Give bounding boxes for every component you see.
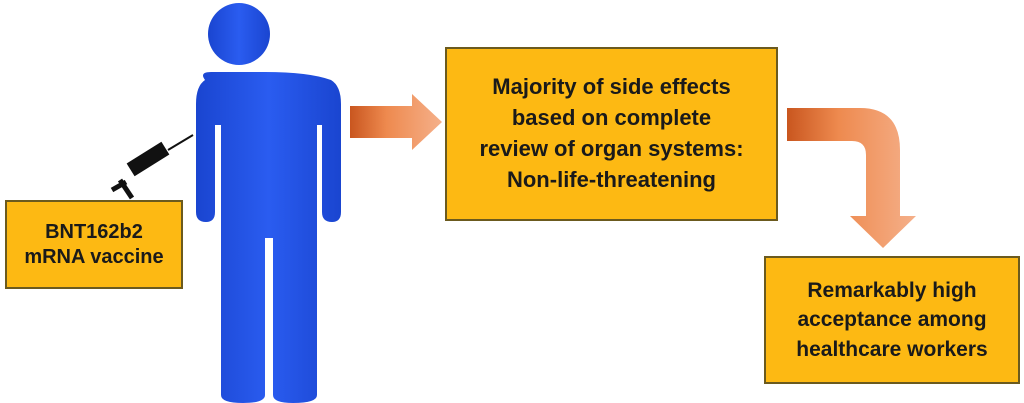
curved-down-arrow-icon <box>787 108 916 248</box>
acceptance-box: Remarkably high acceptance among healthc… <box>764 256 1020 384</box>
syringe-icon <box>110 134 194 200</box>
side-effects-label: Majority of side effects based on comple… <box>479 74 744 192</box>
side-effects-box: Majority of side effects based on comple… <box>445 47 778 221</box>
person-icon <box>196 3 341 403</box>
right-arrow-icon <box>350 94 442 150</box>
acceptance-label: Remarkably high acceptance among healthc… <box>796 278 988 361</box>
vaccine-label: BNT162b2 mRNA vaccine <box>24 220 164 268</box>
vaccine-box: BNT162b2 mRNA vaccine <box>5 200 183 289</box>
